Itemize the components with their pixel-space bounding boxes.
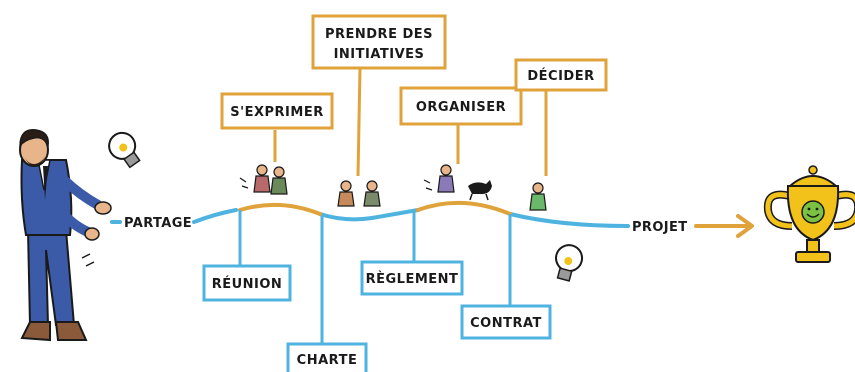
- box-initiatives-line1: PRENDRE DES: [325, 27, 433, 42]
- main-road: [110, 208, 630, 228]
- box-reunion-label: RÉUNION: [212, 276, 283, 292]
- arrow-to-trophy: [694, 214, 754, 238]
- people-icon: [423, 164, 455, 193]
- dog-icon: [468, 180, 492, 201]
- box-reglement-label: RÈGLEMENT: [366, 271, 459, 287]
- people-icon: [337, 180, 381, 207]
- box-exprimer-label: S'EXPRIMER: [230, 105, 323, 120]
- end-label: PROJET: [632, 220, 688, 235]
- box-reunion: RÉUNION: [202, 264, 292, 302]
- lightbulb-icon: [555, 244, 584, 282]
- box-contrat: CONTRAT: [460, 304, 552, 340]
- road-hills: [238, 200, 512, 216]
- box-initiatives: PRENDRE DES INITIATIVES: [311, 14, 447, 70]
- trophy-icon: [763, 165, 855, 263]
- box-contrat-label: CONTRAT: [470, 316, 542, 331]
- box-decider-label: DÉCIDER: [527, 68, 594, 84]
- box-charte-label: CHARTE: [297, 353, 358, 368]
- box-reglement: RÈGLEMENT: [360, 260, 464, 296]
- box-organiser-label: ORGANISER: [416, 100, 506, 115]
- box-exprimer: S'EXPRIMER: [220, 92, 334, 130]
- man-in-suit-icon: [19, 129, 112, 342]
- people-icon: [529, 182, 547, 211]
- box-charte: CHARTE: [286, 342, 368, 372]
- box-organiser: ORGANISER: [399, 86, 523, 126]
- upper-connectors: [273, 67, 548, 177]
- lower-connectors: [238, 210, 512, 344]
- box-initiatives-line2: INITIATIVES: [334, 47, 425, 62]
- start-label: PARTAGE: [124, 216, 192, 231]
- lightbulb-icon: [108, 131, 141, 169]
- box-decider: DÉCIDER: [514, 58, 608, 92]
- people-icon: [239, 164, 288, 195]
